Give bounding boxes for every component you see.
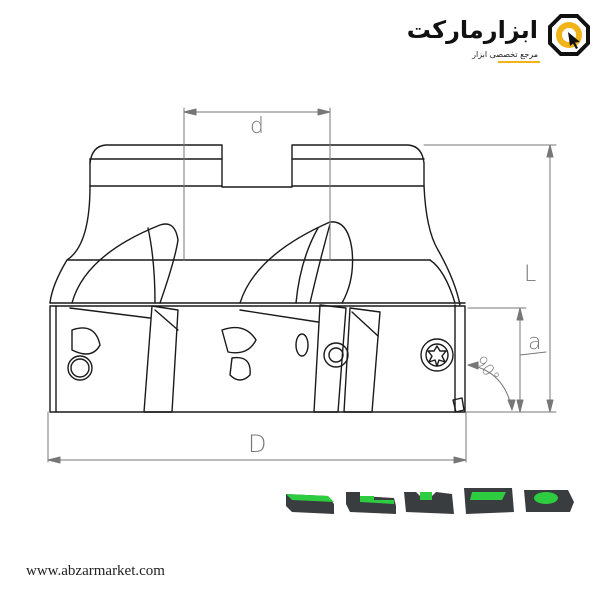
logo-title: ابزارمارکت	[406, 16, 539, 44]
logo-subtitle: مرجع تخصصی ابزار	[472, 50, 538, 59]
dimension-D-label: D	[248, 430, 267, 458]
insert-round-pocket-icon	[524, 490, 574, 512]
insert-step-icon	[346, 492, 396, 514]
insert-pocket-icon	[464, 488, 514, 514]
octagon-cursor-icon	[548, 14, 590, 56]
dimension-d-label: d	[250, 114, 264, 139]
dimension-a-label: a	[528, 330, 542, 355]
logo-underline	[498, 61, 540, 63]
website-url[interactable]: www.abzarmarket.com	[26, 563, 165, 579]
insert-flat-icon	[286, 494, 334, 514]
brand-logo[interactable]: ابزارمارکت مرجع تخصصی ابزار	[407, 6, 594, 66]
cutter-drawing	[47, 107, 557, 464]
insert-icons-row	[286, 488, 574, 514]
insert-slot-icon	[404, 492, 454, 514]
dimension-L-label: L	[524, 262, 537, 287]
